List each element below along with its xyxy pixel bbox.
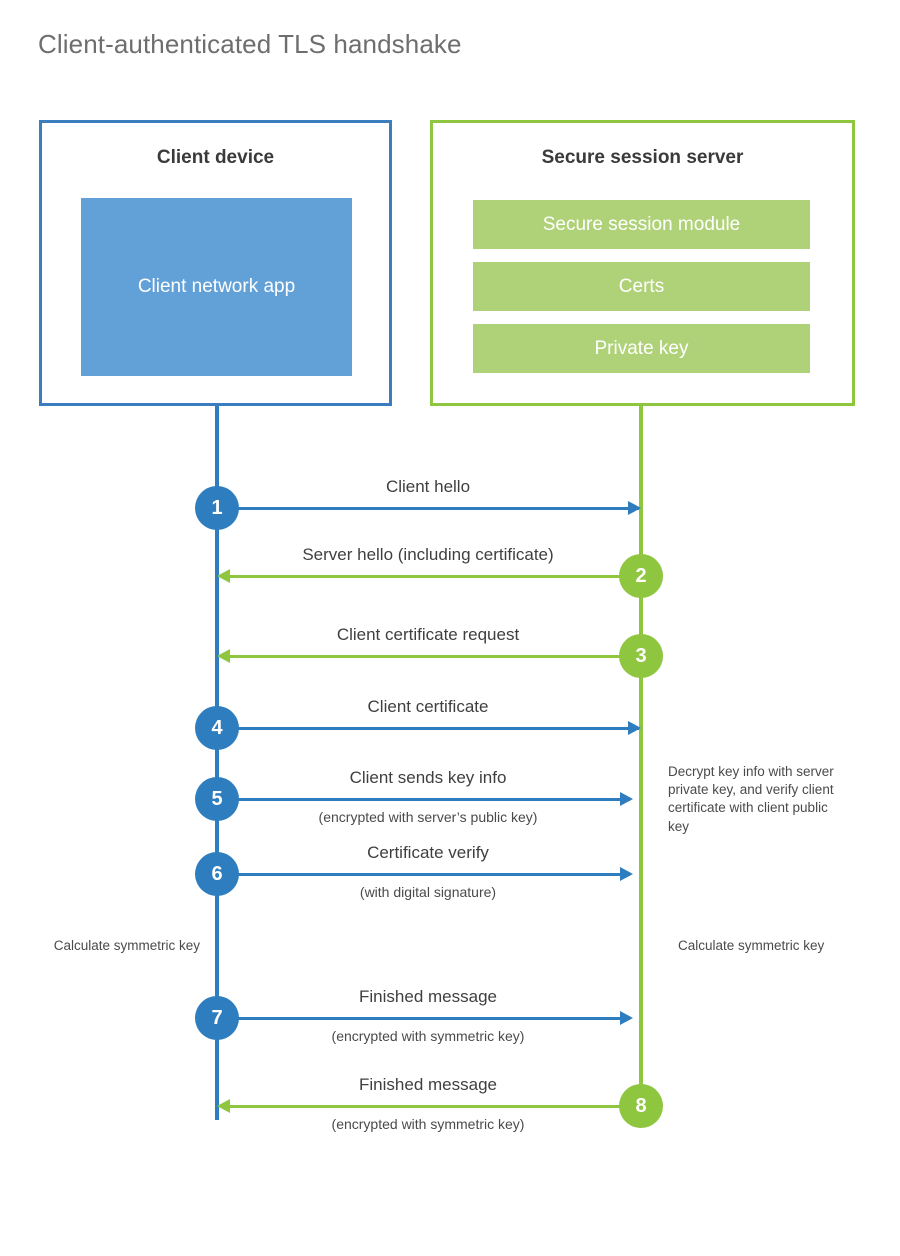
server-calculate-symmetric-key-note: Calculate symmetric key bbox=[678, 938, 825, 953]
step-circle-7[interactable]: 7 bbox=[195, 996, 239, 1040]
message-sublabel-6: (with digital signature) bbox=[359, 884, 497, 900]
arrow-head-right-icon bbox=[620, 867, 633, 881]
message-label-6: Certificate verify bbox=[367, 843, 489, 862]
message-sublabel-8: (encrypted with symmetric key) bbox=[331, 1116, 525, 1132]
message-label-8: Finished message bbox=[359, 1075, 497, 1094]
page-title: Client-authenticated TLS handshake bbox=[38, 29, 462, 59]
certs-block: Certs bbox=[473, 262, 810, 311]
arrow-head-right-icon bbox=[620, 1011, 633, 1025]
message-label-2: Server hello (including certificate) bbox=[302, 545, 554, 564]
client-device-title: Client device bbox=[156, 147, 275, 168]
message-label-4: Client certificate bbox=[367, 697, 489, 716]
client-calculate-symmetric-key-note: Calculate symmetric key bbox=[53, 938, 200, 953]
secure-session-server-title: Secure session server bbox=[541, 147, 744, 168]
server-decrypt-note: Decrypt key info with server private key… bbox=[668, 764, 834, 834]
message-arrow-6 bbox=[217, 873, 630, 876]
server-lifeline bbox=[639, 406, 643, 1106]
arrow-head-left-icon bbox=[217, 1099, 230, 1113]
step-circle-4[interactable]: 4 bbox=[195, 706, 239, 750]
client-network-app-block: Client network app bbox=[81, 198, 352, 376]
message-arrow-7 bbox=[217, 1017, 630, 1020]
secure-session-server-box: Secure session server Secure session mod… bbox=[430, 120, 855, 406]
message-arrow-1 bbox=[217, 507, 639, 510]
message-sublabel-5: (encrypted with server’s public key) bbox=[318, 809, 538, 825]
step-circle-3[interactable]: 3 bbox=[619, 634, 663, 678]
step-circle-6[interactable]: 6 bbox=[195, 852, 239, 896]
message-arrow-2 bbox=[230, 575, 641, 578]
message-label-5: Client sends key info bbox=[349, 768, 507, 787]
step-circle-8[interactable]: 8 bbox=[619, 1084, 663, 1128]
step-circle-2[interactable]: 2 bbox=[619, 554, 663, 598]
message-arrow-3 bbox=[230, 655, 641, 658]
message-sublabel-7: (encrypted with symmetric key) bbox=[331, 1028, 525, 1044]
secure-session-module-block: Secure session module bbox=[473, 200, 810, 249]
message-arrow-5 bbox=[217, 798, 630, 801]
arrow-head-right-icon bbox=[628, 501, 641, 515]
step-circle-5[interactable]: 5 bbox=[195, 777, 239, 821]
arrow-head-left-icon bbox=[217, 649, 230, 663]
arrow-head-right-icon bbox=[628, 721, 641, 735]
message-label-7: Finished message bbox=[359, 987, 497, 1006]
arrow-head-left-icon bbox=[217, 569, 230, 583]
client-device-box: Client device Client network app bbox=[39, 120, 392, 406]
arrow-head-right-icon bbox=[620, 792, 633, 806]
message-arrow-4 bbox=[217, 727, 639, 730]
message-arrow-8 bbox=[230, 1105, 641, 1108]
step-circle-1[interactable]: 1 bbox=[195, 486, 239, 530]
private-key-block: Private key bbox=[473, 324, 810, 373]
message-label-1: Client hello bbox=[385, 477, 471, 496]
client-lifeline bbox=[215, 406, 219, 1120]
message-label-3: Client certificate request bbox=[336, 625, 520, 644]
